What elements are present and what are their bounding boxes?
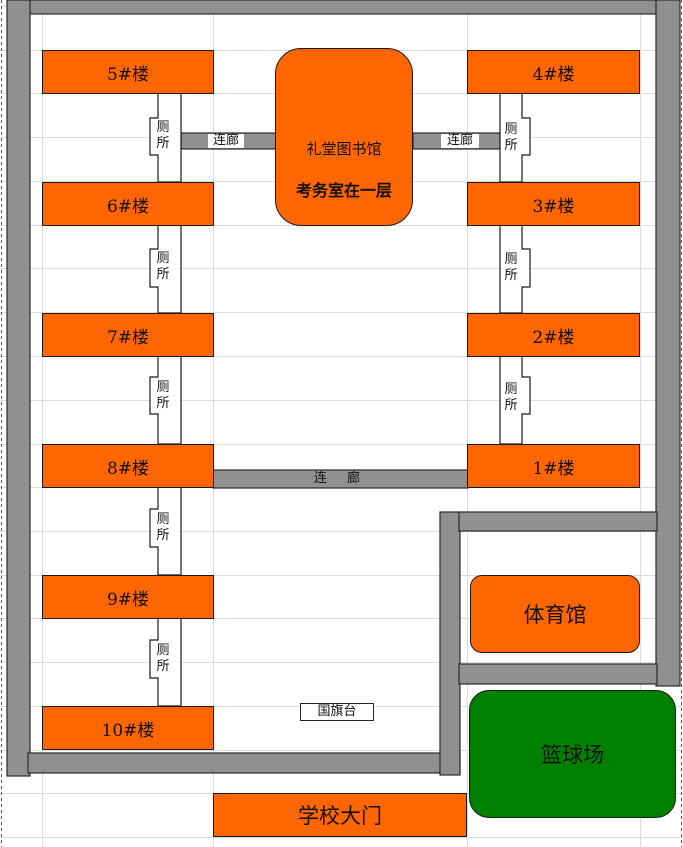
toilet-label-left-3: 厕所 [156,380,170,411]
left-wall [6,0,31,777]
toilet-label-left-4: 厕所 [156,512,170,543]
corridor-right-label: 连廊 [441,134,479,148]
library-name: 礼堂图书馆 [306,140,382,158]
gym-lower-wall [458,663,658,685]
building-10: 10#楼 [42,706,214,750]
corridor-bottom-label: 连 廊 [313,471,369,486]
building-5: 5#楼 [42,50,214,94]
toilet-label-right-1: 厕所 [504,122,518,153]
bottom-wall [27,752,461,774]
building-9: 9#楼 [42,575,214,619]
right-wall [655,0,681,687]
building-6: 6#楼 [42,182,214,226]
top-wall [27,0,659,15]
toilet-label-left-2: 厕所 [156,251,170,282]
toilet-shapes [149,92,531,707]
toilet-label-right-3: 厕所 [504,382,518,413]
building-8: 8#楼 [42,444,214,488]
flag-platform: 国旗台 [300,703,374,721]
toilet-shape-left-1 [149,92,182,183]
building-7: 7#楼 [42,313,214,357]
building-3: 3#楼 [467,182,640,226]
toilet-label-left-5: 厕所 [156,643,170,674]
corridor-left-label: 连廊 [208,134,244,148]
basketball-court: 篮球场 [469,690,676,818]
building-2: 2#楼 [467,313,640,357]
building-1: 1#楼 [467,444,640,488]
toilet-shape-left-2 [149,224,182,314]
gym-upper-wall [458,511,658,532]
school-gate: 学校大门 [213,793,467,837]
exam-office-note: 考务室在一层 [295,181,392,200]
toilet-shape-left-5 [149,617,182,707]
inner-vertical-wall [439,511,461,776]
building-4: 4#楼 [467,50,640,94]
library-auditorium: 礼堂图书馆 考务室在一层 [275,48,413,226]
toilet-label-right-2: 厕所 [504,252,518,283]
toilet-shape-left-4 [149,486,182,576]
gymnasium: 体育馆 [470,575,640,653]
walls [6,0,681,777]
toilet-shape-left-3 [149,355,182,445]
toilet-label-left-1: 厕所 [156,120,170,151]
